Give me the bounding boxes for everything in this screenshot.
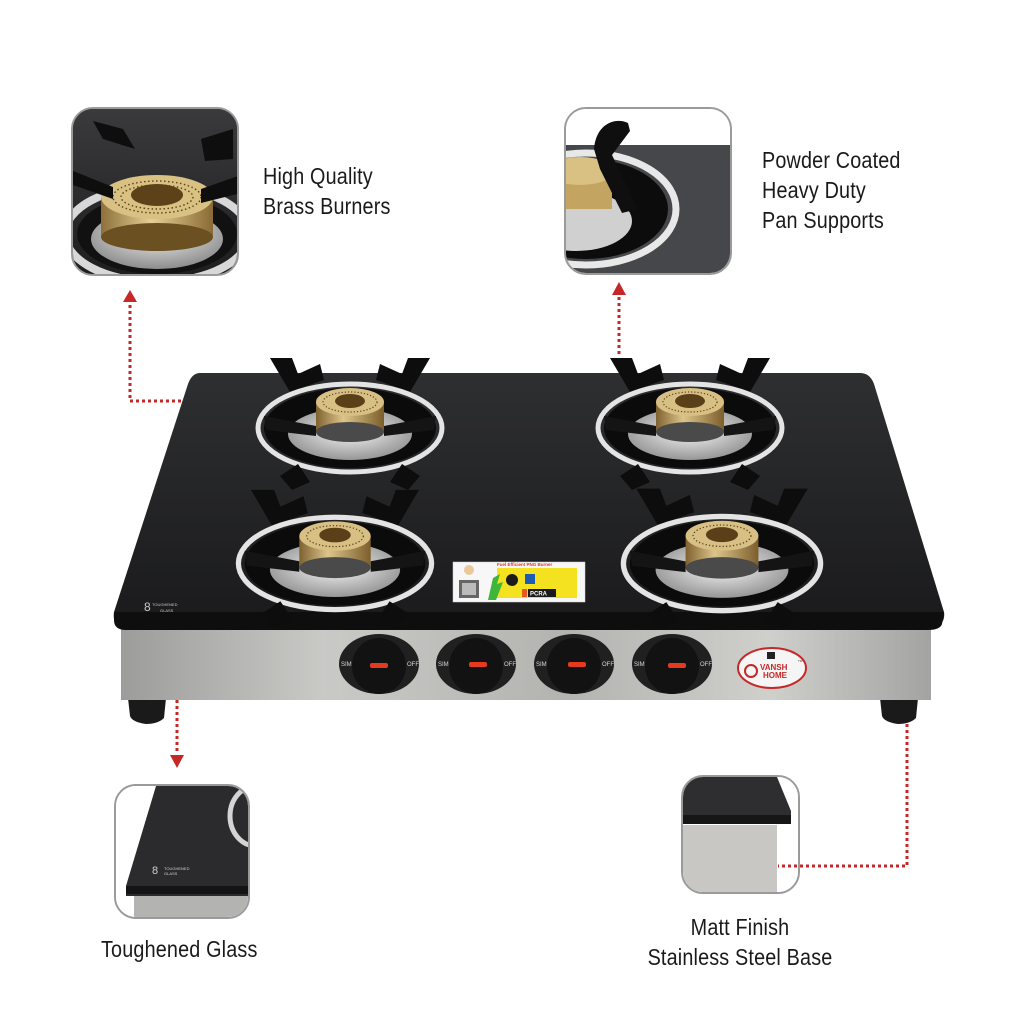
feature-line: Powder Coated: [762, 147, 901, 173]
knob-indicator: [469, 662, 487, 667]
feature-line: High Quality: [263, 163, 373, 189]
feature-line: Brass Burners: [263, 193, 391, 219]
connector-steel-base: [778, 724, 909, 868]
glass-edge: [114, 612, 944, 630]
steel-base-closeup-image: [683, 777, 798, 892]
efficiency-sticker: Fuel Efficient PNG Burner PCRA: [452, 561, 586, 603]
control-knobs: SIM OFF SIM OFF SIM OFF SIM OFF: [339, 634, 712, 694]
feature-label-toughened-glass: Toughened Glass: [101, 934, 258, 964]
svg-text:HOME: HOME: [763, 671, 788, 680]
svg-text:OFF: OFF: [504, 662, 516, 668]
feature-label-steel-base: Matt Finish Stainless Steel Base: [632, 912, 849, 972]
pan-support-closeup-image: [566, 109, 730, 273]
toughened-glass-thumbnail: 8 TOUGHENED GLASS: [114, 784, 250, 919]
svg-text:TOUGHENED: TOUGHENED: [164, 866, 190, 871]
svg-text:TOUGHENED: TOUGHENED: [152, 602, 178, 607]
feature-label-pan-supports: Powder Coated Heavy Duty Pan Supports: [762, 145, 901, 235]
svg-text:8: 8: [152, 865, 158, 877]
stainless-steel-body: [121, 626, 931, 700]
feature-line: Heavy Duty: [762, 177, 866, 203]
svg-text:GLASS: GLASS: [160, 608, 174, 613]
stove-foot-right: [880, 698, 918, 724]
feature-line: Matt Finish: [690, 914, 790, 940]
knob-indicator: [370, 663, 388, 668]
svg-text:GLASS: GLASS: [164, 871, 178, 876]
feature-line: Pan Supports: [762, 207, 884, 233]
svg-text:Fuel Efficient PNG Burner: Fuel Efficient PNG Burner: [497, 562, 553, 567]
arrow-up-icon: [123, 290, 137, 302]
svg-text:TM: TM: [798, 659, 803, 663]
svg-text:SIM: SIM: [536, 662, 547, 668]
steel-base-thumbnail: [681, 775, 800, 894]
svg-text:OFF: OFF: [407, 662, 419, 668]
knob-3: SIM OFF: [534, 634, 614, 694]
svg-text:VANSH: VANSH: [760, 663, 788, 672]
knob-indicator: [668, 663, 686, 668]
feature-line: Stainless Steel Base: [647, 944, 833, 970]
knob-4: SIM OFF: [632, 634, 712, 694]
stove-foot-left: [128, 698, 166, 724]
arrow-down-icon: [170, 755, 184, 768]
toughened-glass-mark: 8 TOUGHENED GLASS: [144, 600, 178, 614]
feature-label-brass-burners: High Quality Brass Burners: [263, 161, 391, 221]
svg-text:SIM: SIM: [438, 662, 449, 668]
svg-text:PCRA: PCRA: [530, 592, 548, 598]
arrow-up-icon: [612, 282, 626, 295]
svg-text:8: 8: [144, 600, 151, 614]
feature-line: Toughened Glass: [101, 936, 258, 962]
svg-text:OFF: OFF: [700, 662, 712, 668]
brass-burner-closeup-image: [73, 109, 237, 274]
knob-1: SIM OFF: [339, 634, 419, 694]
knob-indicator: [568, 662, 586, 667]
svg-text:SIM: SIM: [341, 662, 352, 668]
svg-text:SIM: SIM: [634, 662, 645, 668]
svg-text:OFF: OFF: [602, 662, 614, 668]
brand-logo: VANSH HOME TM: [737, 647, 807, 689]
knob-2: SIM OFF: [436, 634, 516, 694]
glass-edge-closeup-image: 8 TOUGHENED GLASS: [116, 786, 248, 917]
pan-support-thumbnail: [564, 107, 732, 275]
brass-burner-thumbnail: [71, 107, 239, 276]
